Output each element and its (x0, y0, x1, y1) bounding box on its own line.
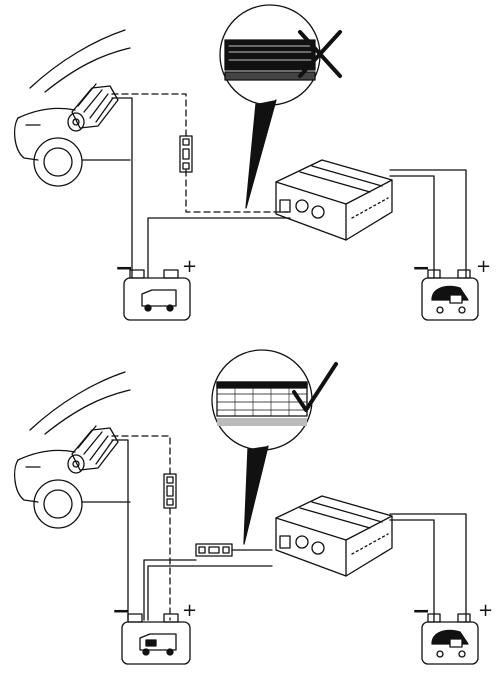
start-battery-plus: + (182, 256, 197, 277)
fuse-icon (179, 135, 193, 173)
charger-icon (275, 495, 393, 577)
alternator-icon (67, 425, 119, 474)
wire-dashed-d-plus (111, 93, 289, 213)
wire-aux-negative (389, 175, 435, 279)
wire-start-positive-c (147, 565, 273, 621)
aux-battery-plus: + (478, 600, 493, 621)
start-battery-plus: + (182, 600, 197, 621)
battery-icon (123, 269, 191, 321)
start-battery-minus: − (115, 256, 133, 281)
cross-icon (298, 30, 342, 78)
alternator-icon (67, 83, 119, 132)
start-battery-minus: − (112, 599, 130, 624)
zoom-magnifier-icon (219, 4, 321, 209)
charger-icon (275, 159, 393, 241)
vehicle-front-icon (13, 371, 131, 529)
wire-start-positive (147, 217, 291, 279)
diagram-correct: − + − + (13, 349, 493, 665)
wire-start-positive-a (143, 559, 197, 621)
aux-battery-minus: − (412, 256, 430, 281)
vehicle-front-icon (13, 29, 131, 187)
aux-battery-minus: − (412, 599, 430, 624)
wire-aux-positive (389, 169, 467, 279)
fuse-icon (163, 473, 177, 509)
wire-aux-positive (389, 513, 467, 623)
checkmark-icon (292, 362, 338, 412)
wire-start-negative (111, 439, 129, 621)
battery-icon (421, 269, 479, 321)
zoom-magnifier-icon (211, 349, 313, 545)
battery-icon (421, 613, 479, 665)
wire-aux-negative (389, 519, 435, 623)
fuse-icon (195, 543, 233, 557)
wire-start-negative (111, 97, 133, 279)
wire-dashed-d-plus (111, 435, 171, 621)
diagram-incorrect: − + − + (13, 4, 491, 321)
aux-battery-plus: + (476, 256, 491, 277)
battery-icon (121, 613, 191, 665)
